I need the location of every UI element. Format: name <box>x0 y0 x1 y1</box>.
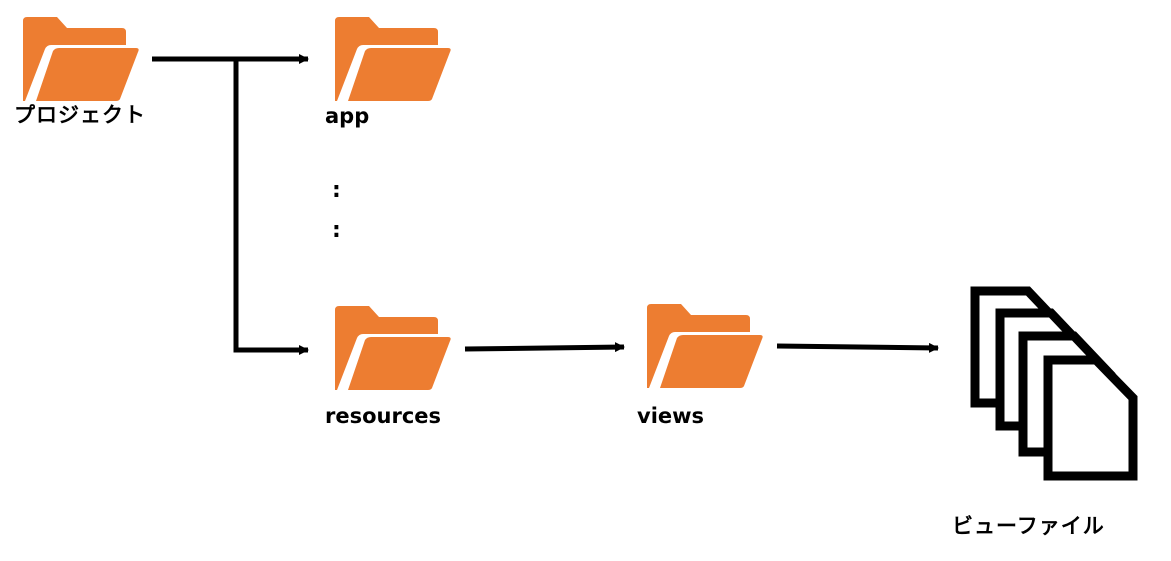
connectors <box>152 54 939 355</box>
views-label: views <box>637 404 704 428</box>
resources-node[interactable]: resources <box>325 306 451 428</box>
connector-views-to-view-files <box>776 342 939 353</box>
view-files-node[interactable]: ビューファイル <box>952 286 1138 538</box>
ellipsis-dot-2: : <box>332 218 341 243</box>
project-node[interactable]: プロジェクト <box>14 17 146 127</box>
project-label: プロジェクト <box>14 103 146 127</box>
folder-icon <box>335 17 451 101</box>
folder-icon <box>23 17 139 101</box>
views-node[interactable]: views <box>637 304 763 428</box>
app-label: app <box>325 104 369 128</box>
app-node[interactable]: app <box>325 17 451 128</box>
connector-resources-to-views <box>464 342 625 353</box>
folder-icon <box>647 304 763 388</box>
view-files-label: ビューファイル <box>952 514 1105 538</box>
resources-label: resources <box>325 404 441 428</box>
connector-project-to-resources <box>233 59 309 355</box>
folder-icon <box>335 306 451 390</box>
document-stack-icon <box>970 286 1138 481</box>
ellipsis-dot-1: : <box>332 178 341 203</box>
